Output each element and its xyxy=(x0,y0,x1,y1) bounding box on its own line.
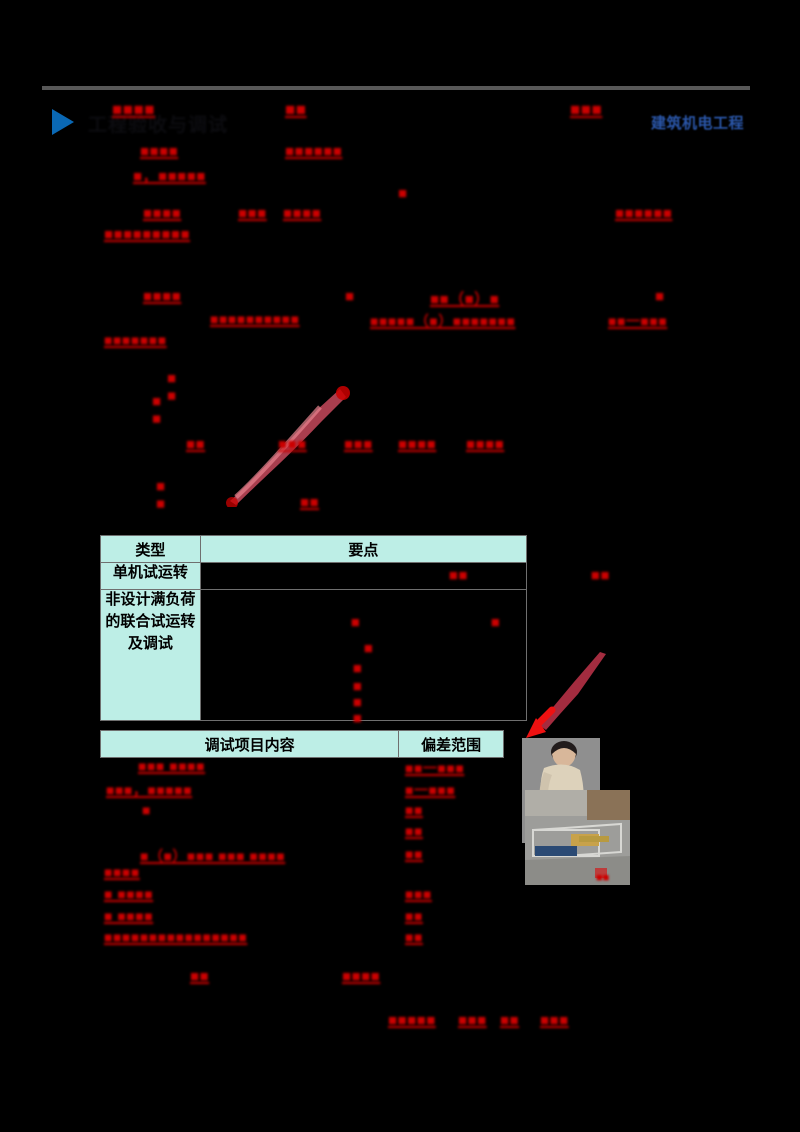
debug-deviation: ■■ xyxy=(405,823,423,839)
play-triangle-icon xyxy=(52,109,74,135)
cell-type-combined-trial: 非设计满负荷的联合试运转及调试 xyxy=(100,589,201,721)
debug-item: ■■■■ xyxy=(104,864,140,880)
cell-type-single-machine: 单机试运转 xyxy=(100,562,201,590)
body-line: ■■■■ xyxy=(283,205,322,222)
body-line: ■■ xyxy=(190,968,210,985)
body-line: ■■■■■■ xyxy=(615,205,673,222)
col-header-points: 要点 xyxy=(199,535,528,563)
diagram-label: ■■ xyxy=(186,436,206,453)
body-line: ■■■■■■■■■■ xyxy=(210,311,300,327)
body-line: ■■■■ xyxy=(143,288,182,305)
document-header: 工程验收与调试 建筑机电工程 xyxy=(0,52,800,136)
cell-points-combined-trial: ■ ■ ■ ■ ■ ■ ■ xyxy=(199,589,528,727)
body-line: ■■■■ xyxy=(143,205,182,222)
equipment-photo xyxy=(525,790,630,885)
debug-deviation: ■■ xyxy=(405,802,423,818)
body-line: ■■■ xyxy=(238,205,267,222)
diagram-label: ■■■■ xyxy=(398,436,437,453)
body-line: ■■■ xyxy=(458,1012,487,1029)
body-line: ■■（■）■ xyxy=(430,291,500,308)
redacted-point: ■■ xyxy=(448,567,468,584)
diagram-label: ■■■■ xyxy=(466,436,505,453)
page-title: 工程验收与调试 xyxy=(88,115,229,136)
body-line: ■■■ xyxy=(570,100,603,119)
cell-points-single-machine: ■■ ■■ xyxy=(199,562,609,590)
body-line: ■■ xyxy=(285,100,307,119)
debug-deviation: ■■■ xyxy=(405,886,432,902)
body-line: ■■■■■（■）■■■■■■■ xyxy=(370,313,516,329)
diagram-label: ■■ xyxy=(152,478,169,513)
debug-item: ■■■ ■■■■ xyxy=(138,758,206,774)
col-header-type: 类型 xyxy=(100,535,201,563)
redacted-point: ■ xyxy=(350,614,361,631)
table-row: 非设计满负荷的联合试运转及调试 ■ ■ ■ ■ ■ ■ ■ xyxy=(100,589,528,727)
debug-item: ■ xyxy=(142,802,151,818)
table-debug-items: 调试项目内容 偏差范围 xyxy=(99,730,504,758)
body-line: ■■■■ xyxy=(342,968,381,985)
debug-deviation: ■■ xyxy=(405,846,423,862)
body-line: ■ xyxy=(398,185,408,202)
redacted-point: ■ xyxy=(490,614,501,631)
table-row: 单机试运转 ■■ ■■ xyxy=(100,562,609,590)
diagram-label: ■■ xyxy=(163,370,180,405)
body-line: ■■■■■■■■■ xyxy=(104,226,191,243)
debug-deviation: ■■ xyxy=(405,908,423,924)
body-line: ■■■■■■■ xyxy=(104,332,167,348)
debug-deviation: ■■一■■■ xyxy=(405,760,465,776)
debug-item: ■ ■■■■ xyxy=(104,908,154,924)
diagram-label: ■■■ xyxy=(278,436,307,453)
debug-item: ■■■，■■■■■ xyxy=(106,782,193,798)
redacted-point: ■ xyxy=(352,710,363,727)
redacted-point: ■ xyxy=(352,660,363,677)
body-line: ■■■■ xyxy=(140,143,179,160)
body-line: ■■一■■■ xyxy=(608,313,668,329)
header-divider xyxy=(42,86,750,90)
body-line: ■■■■■■ xyxy=(285,143,343,160)
body-line: ■■■■■ xyxy=(388,1012,436,1029)
debug-item: ■（■）■■■ ■■■ ■■■■ xyxy=(140,848,286,864)
body-line: ■，■■■■■ xyxy=(133,168,206,185)
header-right-label: 建筑机电工程 xyxy=(650,115,744,132)
table-header-row: 类型 要点 xyxy=(100,535,528,563)
body-line: ■ xyxy=(345,288,355,305)
photo-caption: ■■ xyxy=(596,872,610,884)
diagram-label: ■■ xyxy=(148,393,165,428)
table-header-row: 调试项目内容 偏差范围 xyxy=(99,730,504,758)
body-line: ■■ xyxy=(500,1012,520,1029)
col-header-debug-item: 调试项目内容 xyxy=(99,730,400,758)
redacted-point: ■ xyxy=(352,678,363,695)
table-type-points: 类型 要点 单机试运转 ■■ ■■ 非设计满负荷的联合试运转及调试 ■ ■ ■ … xyxy=(100,535,609,727)
debug-item: ■ ■■■■ xyxy=(104,886,154,902)
redacted-point: ■■ xyxy=(590,567,610,584)
diagram-label: ■■ xyxy=(300,494,320,511)
debug-item: ■■■■■■■■■■■■■■■■ xyxy=(104,929,248,945)
body-line: ■ xyxy=(655,288,665,305)
diagram-label: ■■■ xyxy=(344,436,373,453)
body-line: ■■■ xyxy=(540,1012,569,1029)
debug-deviation: ■■ xyxy=(405,929,423,945)
red-arrow-icon xyxy=(526,652,606,738)
redacted-point: ■ xyxy=(352,694,363,711)
redacted-point: ■ xyxy=(363,640,374,657)
col-header-deviation: 偏差范围 xyxy=(398,730,504,758)
debug-deviation: ■一■■■ xyxy=(405,782,456,798)
body-line: ■■■■ xyxy=(112,100,156,119)
